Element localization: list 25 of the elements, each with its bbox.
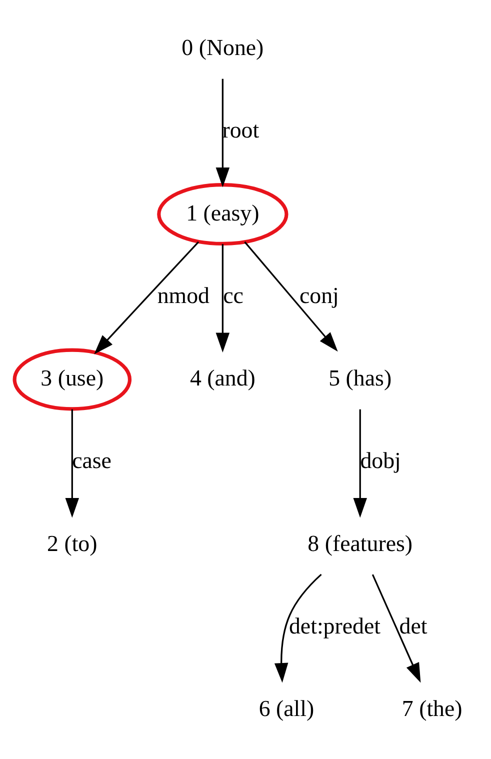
edge-label: case [72,448,112,474]
edge-label: det [399,613,428,638]
arrow [94,241,200,354]
arrow [274,574,322,683]
node-text: 4 (and) [190,366,256,391]
node-ellipse: 1 (easy) [157,183,288,246]
node-text: 7 (the) [402,696,462,722]
arrow [65,409,80,518]
edge-label: conj [300,282,339,308]
arrow [372,574,421,683]
node-text: 8 (features) [308,530,413,556]
arrow [216,244,230,352]
edge-label: dobj [360,448,401,474]
node-text: 5 (has) [328,366,392,391]
node-text: 0 (None) [182,35,264,60]
edge-label: nmod [157,282,210,308]
edge-label: root [222,118,260,143]
arrow [353,409,367,518]
arrow [244,241,338,352]
edge-label: det:predet [288,613,381,638]
node-text: 2 (to) [47,530,98,556]
node-text: 6 (all) [258,696,314,722]
node-ellipse: 3 (use) [12,348,132,411]
edge-label: cc [223,282,244,308]
arrow [216,78,230,188]
